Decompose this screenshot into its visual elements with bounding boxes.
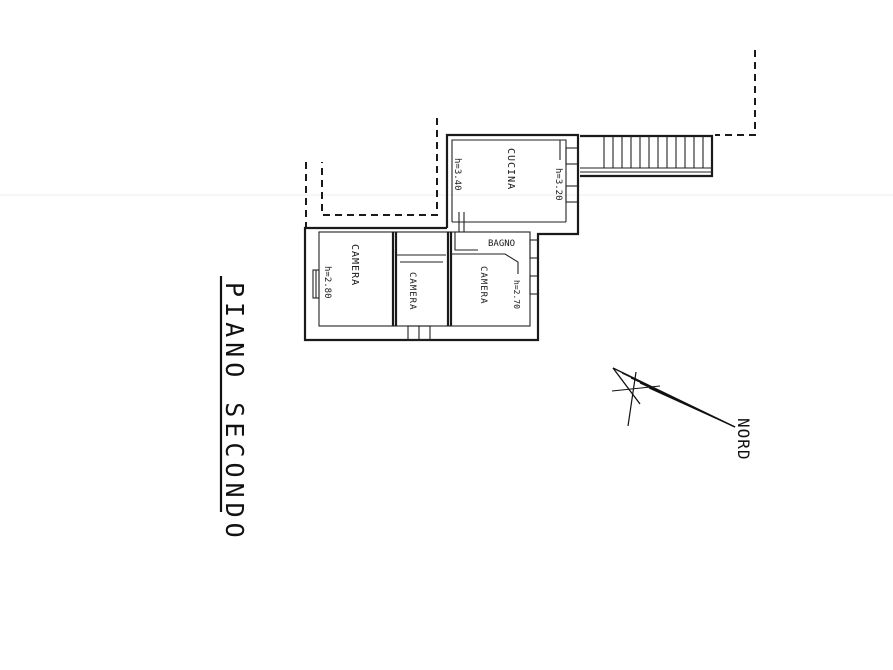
outer-walls [303, 133, 580, 342]
room-label-bagno: BAGNO [488, 239, 515, 249]
windows [312, 140, 579, 341]
room-height: h=2.70 [512, 280, 521, 309]
property-boundary [305, 50, 756, 228]
room-label-camera-2: CAMERA [407, 272, 417, 311]
room-height: h=3.40 [452, 158, 462, 191]
drawing-title: PIANO SECONDO [219, 276, 249, 543]
room-height-secondary: h=3.20 [553, 168, 563, 201]
north-arrow: NORD [611, 367, 753, 461]
staircase [580, 134, 714, 178]
room-name: BAGNO [488, 239, 515, 249]
room-height: h=2.80 [322, 266, 332, 299]
interior-partitions [391, 232, 519, 326]
room-label-cucina: CUCINA h=3.40 h=3.20 [452, 148, 563, 201]
room-label-camera-3: CAMERA h=2.70 [478, 266, 521, 309]
kitchen-walls [451, 139, 567, 223]
room-name: CAMERA [407, 272, 417, 311]
title-text: PIANO SECONDO [220, 282, 249, 543]
room-name: CAMERA [349, 244, 360, 286]
room-name: CAMERA [478, 266, 488, 305]
room-label-camera-1: CAMERA h=2.80 [322, 244, 360, 299]
north-label: NORD [734, 418, 753, 461]
room-name: CUCINA [505, 148, 516, 190]
